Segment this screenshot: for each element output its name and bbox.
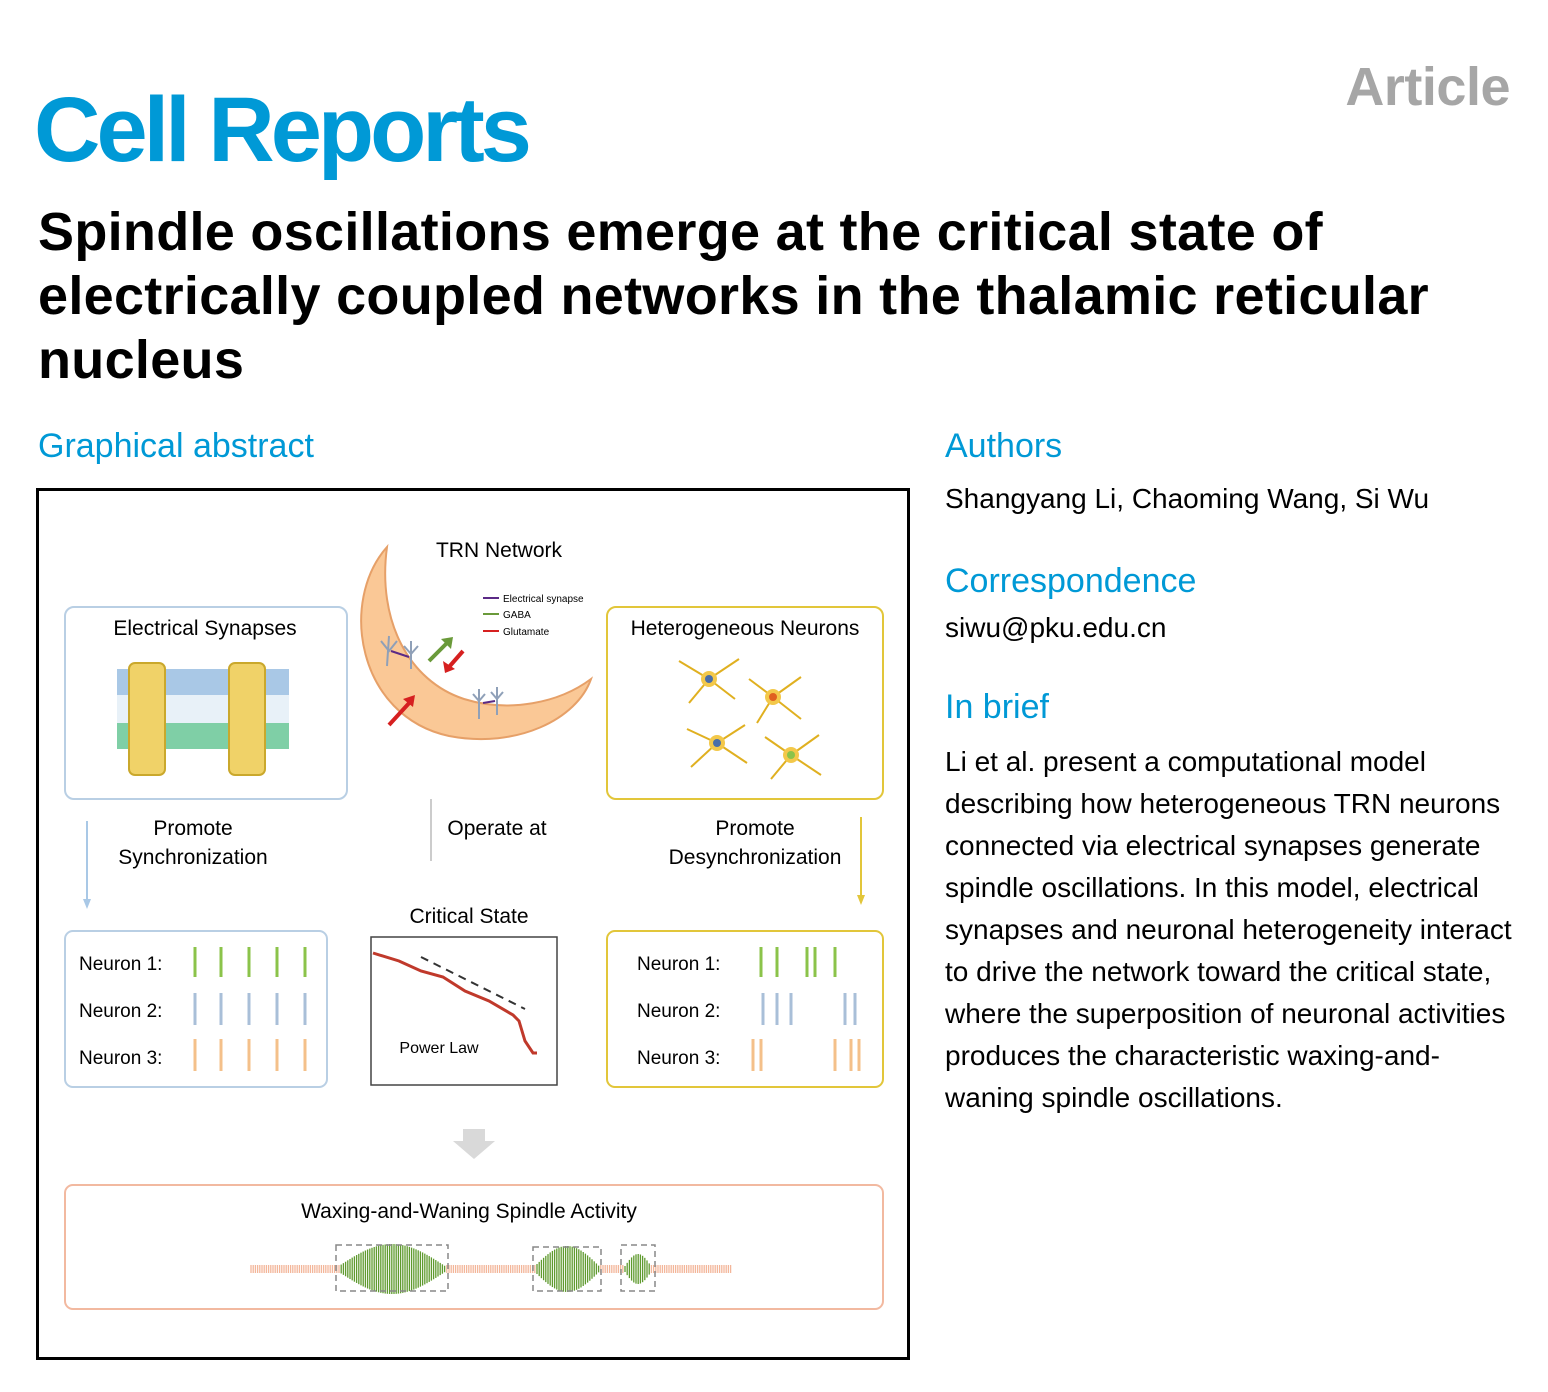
- journal-name: Cell Reports: [34, 79, 532, 181]
- sync-neuron-3-label: Neuron 3:: [79, 1048, 162, 1069]
- legend-electrical-synapse: Electrical synapse: [503, 594, 584, 605]
- graphical-abstract-figure: Electrical synapse GABA Glutamate TRN Ne…: [36, 488, 910, 1360]
- sync-neuron-2-label: Neuron 2:: [79, 1001, 162, 1022]
- desync-neuron-3-label: Neuron 3:: [637, 1048, 720, 1069]
- promote-desync-line1: Promote: [715, 817, 794, 840]
- spindle-activity-box: [64, 1184, 884, 1310]
- critical-state-label: Critical State: [409, 905, 528, 928]
- correspondence-heading: Correspondence: [945, 562, 1197, 600]
- author-names: Shangyang Li, Chaoming Wang, Si Wu: [945, 483, 1430, 514]
- legend-glutamate: Glutamate: [503, 627, 550, 638]
- operate-at-label: Operate at: [447, 817, 546, 840]
- trn-legend: Electrical synapse GABA Glutamate: [483, 594, 584, 638]
- promote-sync-line2: Synchronization: [118, 846, 267, 869]
- trn-crescent: [360, 543, 594, 741]
- spindle-highlight-2: [532, 1246, 602, 1292]
- promote-desync-line2: Desynchronization: [669, 846, 842, 869]
- correspondence-email[interactable]: siwu@pku.edu.cn: [945, 612, 1167, 643]
- heterogeneous-neurons-box: [606, 606, 884, 800]
- trn-network-label: TRN Network: [436, 539, 563, 562]
- graphical-abstract-heading: Graphical abstract: [38, 427, 314, 465]
- electrical-synapses-label: Electrical Synapses: [113, 617, 296, 640]
- legend-gaba: GABA: [503, 610, 531, 621]
- authors-heading: Authors: [945, 427, 1063, 465]
- desync-neuron-1-label: Neuron 1:: [637, 954, 720, 975]
- down-arrow-icon: [453, 1129, 495, 1159]
- membrane-illustration: [117, 662, 289, 776]
- sync-spike-raster: [193, 947, 307, 1071]
- electrical-synapse-link: [390, 650, 410, 658]
- neuron-cluster-illustration: [678, 658, 822, 780]
- desync-neuron-2-label: Neuron 2:: [637, 1001, 720, 1022]
- graphical-abstract-svg: Electrical synapse GABA Glutamate TRN Ne…: [64, 539, 884, 1310]
- in-brief-heading: In brief: [945, 688, 1049, 726]
- spindle-highlight-1: [335, 1244, 449, 1292]
- power-law-fit-line: [420, 956, 526, 1010]
- desync-spike-raster: [751, 947, 861, 1071]
- spindle-activity-label: Waxing-and-Waning Spindle Activity: [301, 1200, 637, 1223]
- article-title: Spindle oscillations emerge at the criti…: [38, 202, 1429, 390]
- in-brief-text: Li et al. present a computational model …: [945, 746, 1512, 1113]
- heterogeneous-neurons-label: Heterogeneous Neurons: [631, 617, 860, 640]
- arrows-icon: [387, 637, 465, 727]
- sync-neuron-1-label: Neuron 1:: [79, 954, 162, 975]
- spindle-waveform: [250, 1244, 732, 1294]
- article-type-label: Article: [1345, 57, 1510, 117]
- critical-state-plot: [370, 936, 558, 1086]
- power-law-curve: [372, 951, 537, 1055]
- trn-neuron-icons: [380, 635, 504, 719]
- power-law-label: Power Law: [399, 1040, 479, 1057]
- promote-sync-line1: Promote: [153, 817, 232, 840]
